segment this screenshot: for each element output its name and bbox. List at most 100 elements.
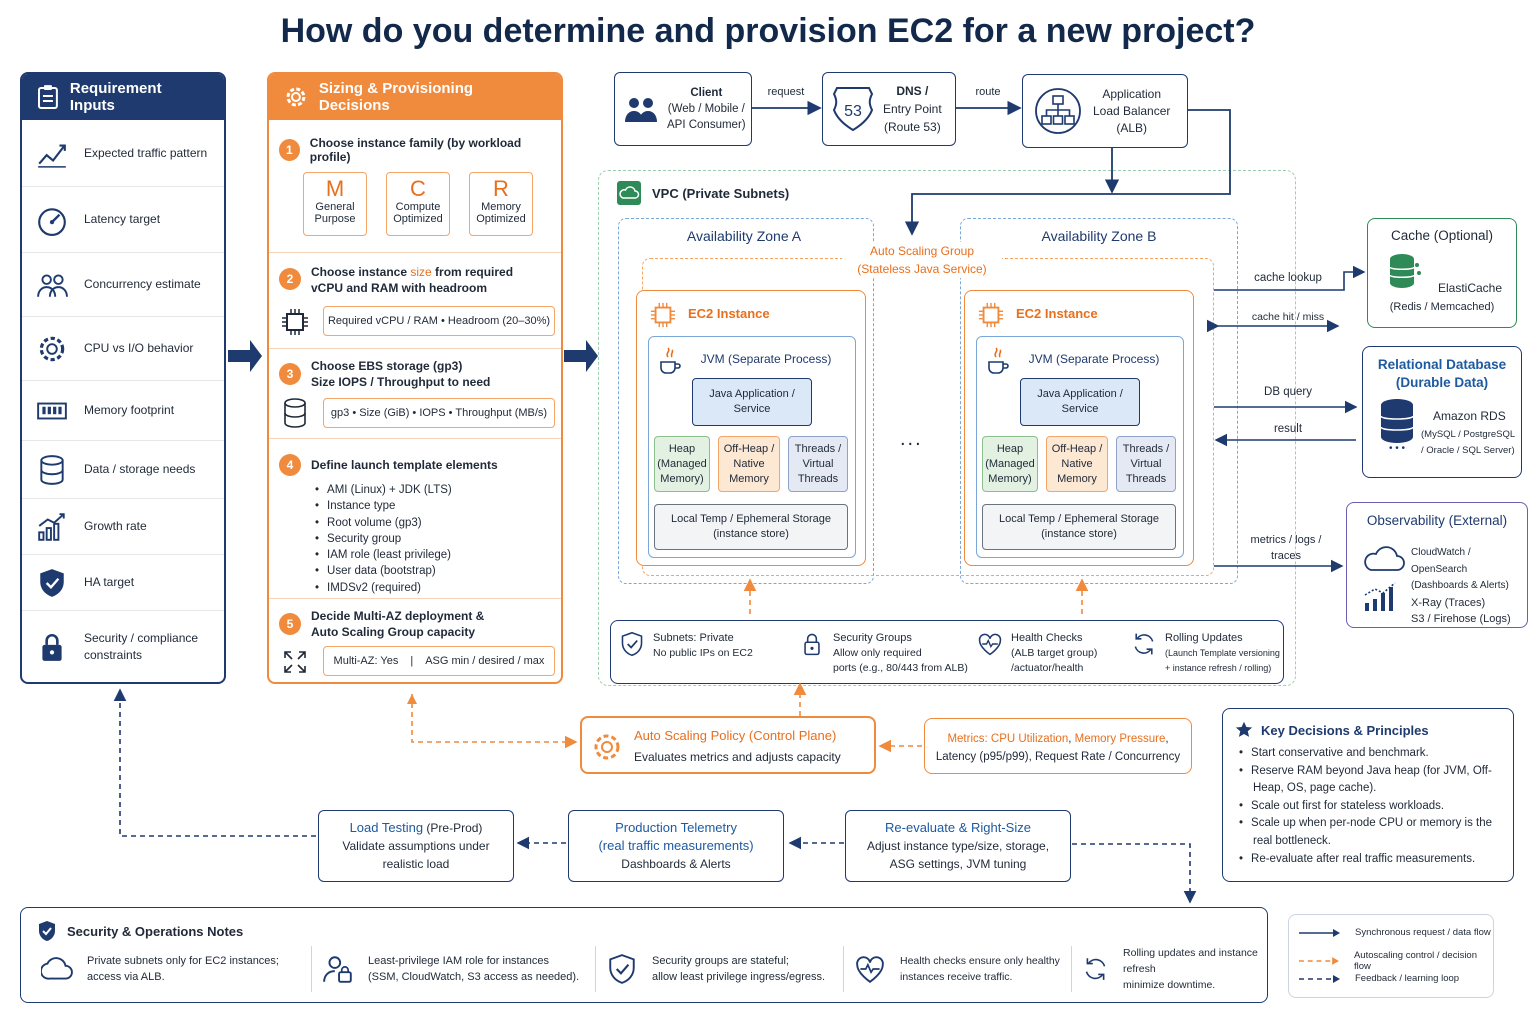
- elasticache-icon: [1389, 254, 1421, 288]
- rds-desc: (MySQL / PostgreSQL/ Oracle / SQL Server…: [1421, 429, 1516, 456]
- principles-box: Key Decisions & Principles Start conserv…: [1222, 708, 1514, 882]
- rds-name: Amazon RDS: [1433, 409, 1506, 423]
- trend-chart-icon: [38, 144, 66, 168]
- observability-title: Observability (External): [1366, 513, 1508, 528]
- requirement-item: Latency target: [22, 186, 224, 252]
- page-title: How do you determine and provision EC2 f…: [280, 12, 1256, 50]
- requirements-panel: Requirement Inputs Expected traffic patt…: [20, 72, 226, 684]
- result-label: result: [1273, 423, 1303, 435]
- gauge-icon: [38, 207, 66, 236]
- jvm-title: JVM (Separate Process): [700, 352, 832, 366]
- cpu-chip-icon: [282, 309, 308, 335]
- cache-title: Cache (Optional): [1390, 228, 1494, 243]
- ephemeral-storage-box: Local Temp / Ephemeral Storage(instance …: [982, 504, 1176, 550]
- principle-item: Start conservative and benchmark.: [1239, 745, 1503, 763]
- principles-list: Start conservative and benchmark.Reserve…: [1239, 745, 1503, 868]
- legend-line-icon: [1299, 974, 1340, 983]
- requirement-item: Security / compliance constraints: [22, 610, 224, 682]
- svg-text:53: 53: [844, 103, 862, 120]
- cache-hit-label: cache hit / miss: [1251, 311, 1325, 323]
- java-cup-icon: [660, 347, 681, 374]
- request-label: request: [767, 86, 805, 98]
- clipboard-icon: [37, 85, 58, 109]
- offheap-box: Off-Heap / Native Memory: [718, 436, 780, 492]
- observability-list: CloudWatch / OpenSearch (Dashboards & Al…: [1411, 547, 1511, 625]
- users-icon: [37, 273, 68, 297]
- cpu-chip-icon: [650, 302, 676, 328]
- requirement-item: Data / storage needs: [22, 440, 224, 498]
- heart-pulse-icon: [978, 633, 1002, 656]
- requirements-header: Requirement Inputs: [22, 74, 224, 120]
- legend-item: Synchronous request / data flow: [1299, 927, 1491, 938]
- sizing-title: Sizing & Provisioning Decisions: [318, 80, 474, 114]
- step-number: 1: [279, 139, 300, 161]
- sizing-to-vpc-arrow: [564, 340, 598, 372]
- threads-box: Threads / Virtual Threads: [788, 436, 848, 492]
- step-2: 2 Choose instance size from required vCP…: [279, 264, 555, 344]
- ec2-title: EC2 Instance: [688, 306, 770, 321]
- shield-outline-icon: [621, 631, 643, 657]
- rds-box: Relational Database(Durable Data) • • • …: [1362, 346, 1522, 478]
- memory-icon: [37, 402, 67, 419]
- az-a-title: Availability Zone A: [686, 228, 802, 244]
- heap-box: Heap (Managed Memory): [982, 436, 1038, 492]
- rds-database-icon: • • •: [1380, 399, 1414, 453]
- notes-title: Security & Operations Notes: [67, 923, 244, 939]
- heap-box: Heap (Managed Memory): [654, 436, 710, 492]
- requirement-label: Latency target: [84, 212, 161, 226]
- route53-icon: 53: [832, 87, 874, 132]
- principle-item: Re-evaluate after real traffic measureme…: [1239, 851, 1503, 869]
- java-cup-icon: [988, 347, 1009, 374]
- load-testing-box: Load Testing (Pre-Prod) Validate assumpt…: [318, 810, 514, 882]
- threads-box: Threads / Virtual Threads: [1116, 436, 1176, 492]
- legend-box: Synchronous request / data flow Autoscal…: [1288, 914, 1494, 998]
- legend-item: Autoscaling control / decision flow: [1299, 950, 1493, 972]
- metrics-box: Metrics: CPU Utilization, Memory Pressur…: [924, 718, 1192, 774]
- java-app-box: Java Application / Service: [692, 378, 812, 426]
- load-balancer-icon: [1035, 88, 1081, 134]
- cpu-chip-icon: [978, 302, 1004, 328]
- security-note-item: Security groups are stateful;allow least…: [595, 946, 825, 992]
- lock-outline-icon: [804, 633, 820, 656]
- vcpu-ram-pill: Required vCPU / RAM • Headroom (20–30%): [323, 306, 555, 336]
- launch-template-list: AMI (Linux) + JDK (LTS)Instance typeRoot…: [315, 482, 551, 596]
- database-icon: [284, 398, 306, 428]
- client-box: Client(Web / Mobile /API Consumer): [614, 72, 752, 146]
- launch-template-item: User data (bootstrap): [315, 563, 551, 579]
- reevaluate-entry-arrow: [1072, 843, 1197, 904]
- requirement-item: CPU vs I/O behavior: [22, 316, 224, 380]
- route-label: route: [975, 86, 1001, 98]
- step-1: 1 Choose instance family (by workload pr…: [279, 136, 551, 256]
- requirement-label: Expected traffic pattern: [84, 145, 208, 160]
- launch-template-item: Instance type: [315, 498, 551, 514]
- shield-check-icon: [39, 921, 55, 941]
- gear-icon: [286, 87, 306, 107]
- step-number: 3: [279, 363, 301, 385]
- sizing-to-policy-arrow: [411, 694, 578, 749]
- cache-name: ElastiCache: [1438, 281, 1503, 295]
- launch-template-item: IAM role (least privilege): [315, 547, 551, 563]
- launch-template-item: Root volume (gp3): [315, 515, 551, 531]
- vpc-footer-item: Health Checks (ALB target group) /actuat…: [977, 631, 1097, 676]
- ec2-instance-b: EC2 Instance JVM (Separate Process) Java…: [964, 290, 1194, 570]
- notes-row: Private subnets only for EC2 instances;a…: [33, 946, 1267, 996]
- growth-chart-icon: [38, 512, 65, 541]
- requirements-to-sizing-arrow: [228, 340, 262, 372]
- production-telemetry-box: Production Telemetry (real traffic measu…: [568, 810, 784, 882]
- ebs-pill: gp3 • Size (GiB) • IOPS • Throughput (MB…: [323, 398, 555, 428]
- requirement-label: Data / storage needs: [84, 462, 196, 476]
- principle-item: Scale out first for stateless workloads.: [1239, 798, 1503, 816]
- gear-icon: [594, 734, 620, 760]
- legend-line-icon: [1299, 928, 1340, 937]
- asg-title: Auto Scaling Group(Stateless Java Servic…: [842, 242, 1002, 278]
- launch-template-item: Security group: [315, 531, 551, 547]
- requirement-label: Concurrency estimate: [84, 277, 201, 291]
- jvm-title: JVM (Separate Process): [1028, 352, 1160, 366]
- legend-line-icon: [1299, 957, 1339, 965]
